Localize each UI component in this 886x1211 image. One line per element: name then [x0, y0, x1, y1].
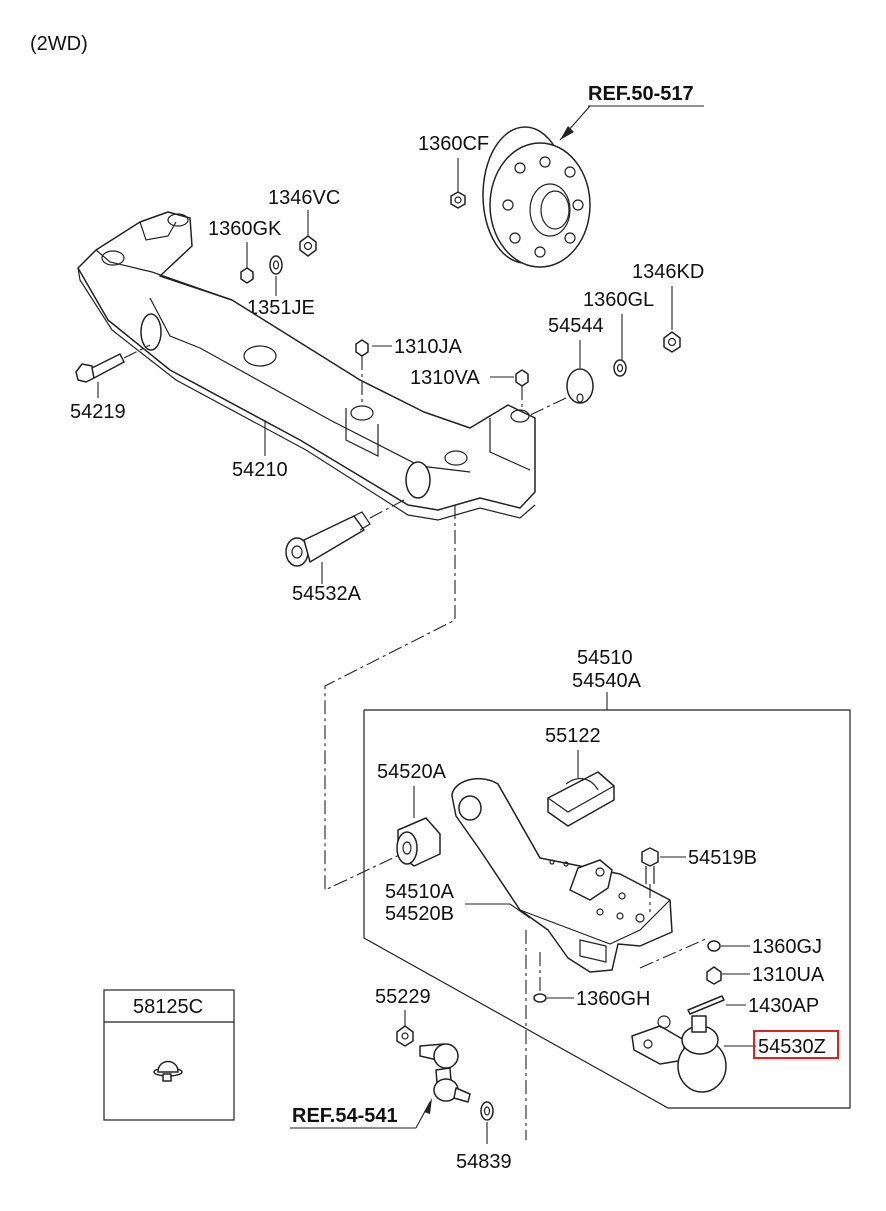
washer-1351JE[interactable]: [269, 255, 283, 275]
highlight-box-54530Z: [753, 1030, 839, 1059]
clip-58125C-box: [103, 989, 235, 1121]
bolt-54532A[interactable]: [285, 511, 371, 567]
eccentric-plate-54544[interactable]: [566, 368, 594, 404]
label-1310VA[interactable]: 1310VA: [410, 367, 480, 389]
bushing-54520A[interactable]: [396, 817, 441, 867]
washer-1360GL[interactable]: [613, 359, 627, 377]
bolt-54519B[interactable]: [641, 847, 659, 884]
nut-1310VA[interactable]: [515, 369, 529, 387]
bumper-55122[interactable]: [547, 771, 615, 827]
label-54520B[interactable]: 54520B: [385, 903, 454, 925]
wheel-hub[interactable]: [482, 126, 591, 268]
label-54530Z[interactable]: 54530Z: [758, 1036, 826, 1058]
ball-joint-54530Z[interactable]: [631, 1015, 727, 1093]
nut-55229[interactable]: [396, 1025, 414, 1047]
ref-hub-label[interactable]: REF.50-517: [588, 83, 694, 105]
bolt-54219[interactable]: [75, 353, 125, 383]
label-58125C[interactable]: 58125C: [133, 996, 203, 1018]
label-1351JE[interactable]: 1351JE: [247, 297, 315, 319]
washer-1360GH[interactable]: [533, 993, 547, 1003]
label-54520A[interactable]: 54520A: [377, 761, 447, 783]
crossmember-54210[interactable]: [77, 211, 536, 521]
cotter-pin-1430AP[interactable]: [687, 995, 725, 1015]
label-1360GJ[interactable]: 1360GJ: [752, 936, 822, 958]
label-54540A[interactable]: 54540A: [572, 670, 642, 692]
label-1310UA[interactable]: 1310UA: [752, 964, 825, 986]
assembly-ref-line: [324, 505, 456, 891]
label-1430AP[interactable]: 1430AP: [748, 995, 819, 1017]
label-54839[interactable]: 54839: [456, 1151, 512, 1173]
lower-arm-group-box: [363, 709, 851, 1109]
label-54510[interactable]: 54510: [577, 647, 633, 669]
label-54519B[interactable]: 54519B: [688, 847, 757, 869]
stabilizer-link[interactable]: [419, 1043, 471, 1103]
nut-1346VC[interactable]: [299, 235, 317, 257]
nut-1360CF[interactable]: [450, 191, 466, 209]
label-54219[interactable]: 54219: [70, 401, 126, 423]
label-55229[interactable]: 55229: [375, 986, 431, 1008]
label-55122[interactable]: 55122: [545, 725, 601, 747]
label-1310JA[interactable]: 1310JA: [394, 336, 462, 358]
label-54210[interactable]: 54210: [232, 459, 288, 481]
nut-1310JA[interactable]: [355, 339, 369, 357]
label-1346KD[interactable]: 1346KD: [632, 261, 704, 283]
label-54544[interactable]: 54544: [548, 315, 604, 337]
clip-58125C[interactable]: [153, 1060, 183, 1082]
label-1360GK[interactable]: 1360GK: [208, 218, 282, 240]
ref-stabilizer-label[interactable]: REF.54-541: [292, 1105, 398, 1127]
label-54510A[interactable]: 54510A: [385, 881, 455, 903]
nut-1360GK[interactable]: [240, 267, 254, 284]
label-1360CF[interactable]: 1360CF: [418, 133, 489, 155]
label-1346VC[interactable]: 1346VC: [268, 187, 340, 209]
nut-1310UA[interactable]: [706, 966, 722, 985]
label-1360GH[interactable]: 1360GH: [576, 988, 651, 1010]
label-54532A[interactable]: 54532A: [292, 583, 362, 605]
nut-1346KD[interactable]: [663, 331, 681, 353]
washer-1360GJ[interactable]: [707, 940, 721, 952]
washer-54839[interactable]: [480, 1101, 494, 1121]
variant-label: (2WD): [30, 33, 88, 55]
lower-arm-54510A[interactable]: [451, 777, 673, 973]
label-1360GL[interactable]: 1360GL: [583, 289, 654, 311]
